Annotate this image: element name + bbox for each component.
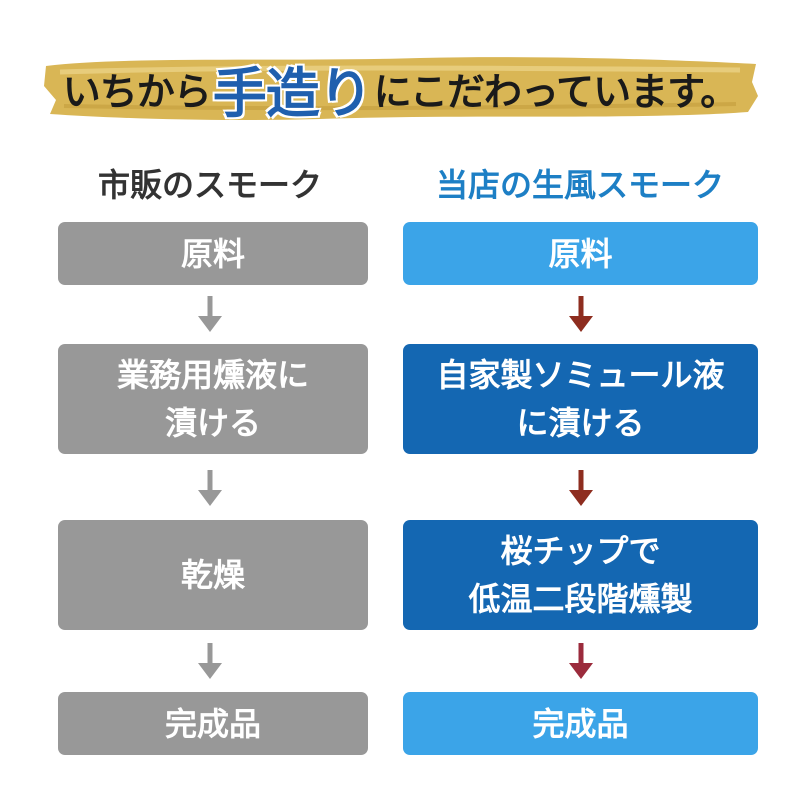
left-step-soak-liquid-smoke: 業務用燻液に 漬ける	[58, 344, 368, 454]
right-step-cherry-smoke: 桜チップで 低温二段階燻製	[403, 520, 758, 630]
left-step-dry: 乾燥	[58, 520, 368, 630]
left-arrow-down-icon	[198, 643, 222, 679]
left-arrow-down-icon	[198, 470, 222, 506]
headline-pre: いちから	[62, 68, 212, 114]
right-step-finished-product: 完成品	[403, 692, 758, 755]
step-label: 完成品	[532, 704, 629, 743]
step-label: 原料	[180, 234, 245, 273]
step-label: に漬ける	[516, 404, 645, 442]
left-column-title: 市販のスモーク	[97, 166, 322, 204]
headline-post: にこだわっています。	[373, 68, 739, 114]
step-label: 乾燥	[180, 556, 245, 594]
gold-brush-stroke	[44, 57, 758, 121]
step-label: 自家製ソミュール液	[436, 356, 725, 394]
left-step-raw-material: 原料	[58, 222, 368, 285]
left-step-finished-product: 完成品	[58, 692, 368, 755]
right-arrow-down-icon	[569, 643, 593, 679]
step-label: 完成品	[164, 704, 261, 743]
right-arrow-down-icon	[569, 296, 593, 332]
step-label: 漬ける	[164, 404, 261, 442]
right-step-raw-material: 原料	[403, 222, 758, 285]
right-step-soak-brine: 自家製ソミュール液 に漬ける	[403, 344, 758, 454]
headline-text: いちから 手造り にこだわっています。	[40, 52, 760, 125]
right-column-title: 当店の生風スモーク	[435, 166, 724, 204]
step-label: 桜チップで	[500, 532, 661, 570]
right-arrow-down-icon	[569, 470, 593, 506]
headline-highlight: 手造り	[212, 60, 373, 125]
headline-banner: いちから 手造り にこだわっています。	[40, 52, 760, 125]
step-label: 低温二段階燻製	[468, 580, 693, 618]
step-label: 業務用燻液に	[116, 356, 309, 394]
step-label: 原料	[548, 234, 613, 273]
left-arrow-down-icon	[198, 296, 222, 332]
